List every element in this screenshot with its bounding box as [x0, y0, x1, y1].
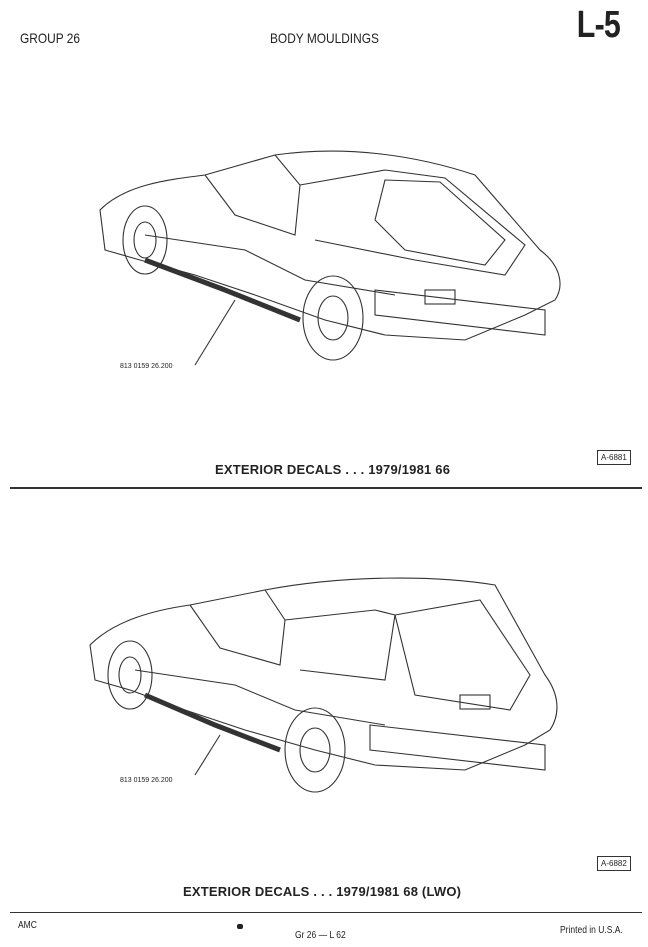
footer-divider — [10, 912, 642, 913]
part-number-label: 813 0159 26.200 — [120, 777, 173, 784]
footer-brand: AMC — [18, 920, 37, 931]
figure-id: A-6882 — [597, 856, 631, 871]
figure-id: A-6881 — [597, 450, 631, 465]
divider — [10, 487, 642, 489]
figure-caption: EXTERIOR DECALS . . . 1979/1981 68 (LWO) — [183, 884, 462, 899]
group-label: GROUP 26 — [20, 30, 80, 46]
ink-mark — [237, 924, 243, 929]
page-id: L-5 — [576, 4, 621, 46]
footer-printed: Printed in U.S.A. — [560, 925, 623, 936]
part-number-label: 813 0159 26.200 — [120, 363, 173, 370]
car-illustration-wagon — [89, 577, 558, 793]
footer-page-ref: Gr 26 — L 62 — [295, 930, 346, 941]
car-illustration-hatchback — [99, 150, 561, 366]
figure-caption: EXTERIOR DECALS . . . 1979/1981 66 — [215, 462, 451, 477]
page-title: BODY MOULDINGS — [270, 30, 379, 46]
